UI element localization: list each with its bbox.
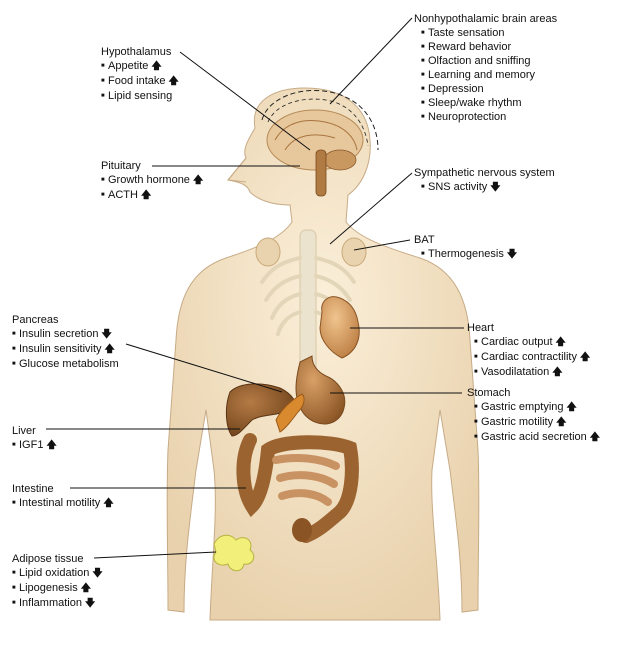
list-item: Insulin secretion🡇 — [12, 327, 119, 342]
list-item: Cardiac output🡅 — [474, 335, 590, 350]
liver-title: Liver — [12, 425, 36, 437]
stomach-title: Stomach — [467, 387, 511, 399]
list-item: Glucose metabolism — [12, 357, 119, 371]
arrow-down-icon: 🡇 — [84, 598, 96, 609]
label-sns: Sympathetic nervous system SNS activity🡇 — [414, 166, 555, 195]
arrow-down-icon: 🡇 — [490, 182, 501, 193]
hypothalamus-title: Hypothalamus — [101, 46, 172, 58]
label-liver: Liver IGF1🡅 — [12, 424, 57, 453]
sns-title: Sympathetic nervous system — [414, 167, 555, 179]
list-item: Lipid oxidation🡇 — [12, 566, 103, 581]
list-item: Neuroprotection — [421, 110, 557, 124]
label-stomach: Stomach Gastric emptying🡅 Gastric motili… — [467, 386, 600, 445]
list-item: Olfaction and sniffing — [421, 54, 557, 68]
label-brain-areas: Nonhypothalamic brain areas Taste sensat… — [414, 12, 557, 124]
brain-title: Nonhypothalamic brain areas — [414, 13, 558, 25]
pancreas-items: Insulin secretion🡇 Insulin sensitivity🡅 … — [12, 327, 119, 371]
arrow-up-icon: 🡅 — [566, 402, 577, 413]
list-item: Learning and memory — [421, 68, 557, 82]
list-item: Lipogenesis🡅 — [12, 581, 103, 596]
list-item: Appetite🡅 — [101, 59, 179, 74]
list-item: Sleep/wake rhythm — [421, 96, 557, 110]
arrow-up-icon: 🡅 — [192, 175, 204, 186]
intestine-title: Intestine — [12, 483, 54, 495]
intestine-organ — [236, 433, 359, 543]
leader-lines — [46, 17, 464, 559]
arrow-up-icon: 🡅 — [556, 417, 567, 428]
heart-items: Cardiac output🡅 Cardiac contractility🡅 V… — [474, 335, 590, 380]
list-item: Insulin sensitivity🡅 — [12, 342, 119, 357]
arrow-down-icon: 🡇 — [101, 329, 112, 340]
pancreas-title: Pancreas — [12, 314, 59, 326]
arrow-up-icon: 🡅 — [103, 498, 114, 509]
list-item: Food intake🡅 — [101, 74, 179, 89]
list-item: Depression — [421, 82, 557, 96]
list-item: Taste sensation — [421, 26, 557, 40]
label-hypothalamus: Hypothalamus Appetite🡅 Food intake🡅 Lipi… — [101, 45, 179, 103]
arrow-up-icon: 🡅 — [555, 337, 566, 348]
label-intestine: Intestine Intestinal motility🡅 — [12, 482, 114, 511]
bat-items: Thermogenesis🡇 — [421, 247, 517, 262]
bat-pads — [255, 237, 367, 267]
pituitary-items: Growth hormone🡅 ACTH🡅 — [101, 173, 203, 203]
hypothalamus-items: Appetite🡅 Food intake🡅 Lipid sensing — [101, 59, 179, 103]
list-item: Growth hormone🡅 — [101, 173, 203, 188]
arrow-up-icon: 🡅 — [151, 61, 162, 72]
arrow-up-icon: 🡅 — [168, 76, 179, 87]
heart-organ — [319, 296, 360, 359]
liver-organ — [225, 383, 296, 437]
list-item: Thermogenesis🡇 — [421, 247, 517, 262]
intestine-items: Intestinal motility🡅 — [12, 496, 114, 511]
heart-title: Heart — [467, 322, 494, 334]
arrow-up-icon: 🡅 — [579, 352, 591, 363]
list-item: ACTH🡅 — [101, 188, 203, 203]
label-pancreas: Pancreas Insulin secretion🡇 Insulin sens… — [12, 313, 119, 371]
list-item: Reward behavior — [421, 40, 557, 54]
label-bat: BAT Thermogenesis🡇 — [414, 233, 517, 262]
list-item: Gastric acid secretion🡅 — [474, 430, 600, 445]
pancreas-organ — [275, 393, 305, 433]
list-item: IGF1🡅 — [12, 438, 57, 453]
liver-items: IGF1🡅 — [12, 438, 57, 453]
list-item: Lipid sensing — [101, 89, 179, 103]
arrow-up-icon: 🡅 — [589, 432, 601, 443]
adipose-items: Lipid oxidation🡇 Lipogenesis🡅 Inflammati… — [12, 566, 103, 611]
pituitary-title: Pituitary — [101, 160, 141, 172]
arrow-up-icon: 🡅 — [104, 344, 115, 355]
arrow-up-icon: 🡅 — [80, 583, 91, 594]
label-adipose-tissue: Adipose tissue Lipid oxidation🡇 Lipogene… — [12, 552, 103, 611]
bat-title: BAT — [414, 234, 435, 246]
list-item: Vasodilatation🡅 — [474, 365, 590, 380]
stomach-items: Gastric emptying🡅 Gastric motility🡅 Gast… — [474, 400, 600, 445]
list-item: Gastric motility🡅 — [474, 415, 600, 430]
arrow-up-icon: 🡅 — [552, 367, 563, 378]
arrow-down-icon: 🡇 — [92, 568, 103, 579]
arrow-down-icon: 🡇 — [506, 249, 518, 260]
list-item: Inflammation🡇 — [12, 596, 103, 611]
list-item: Cardiac contractility🡅 — [474, 350, 590, 365]
label-pituitary: Pituitary Growth hormone🡅 ACTH🡅 — [101, 159, 203, 203]
adipose-title: Adipose tissue — [12, 553, 84, 565]
brain-items: Taste sensation Reward behavior Olfactio… — [421, 26, 557, 124]
adipose-organ — [213, 534, 255, 572]
sns-items: SNS activity🡇 — [421, 180, 555, 195]
arrow-up-icon: 🡅 — [46, 440, 57, 451]
list-item: Intestinal motility🡅 — [12, 496, 114, 511]
arrow-up-icon: 🡅 — [140, 190, 152, 201]
list-item: Gastric emptying🡅 — [474, 400, 600, 415]
label-heart: Heart Cardiac output🡅 Cardiac contractil… — [467, 321, 590, 380]
list-item: SNS activity🡇 — [421, 180, 555, 195]
brain-outline — [261, 89, 379, 197]
